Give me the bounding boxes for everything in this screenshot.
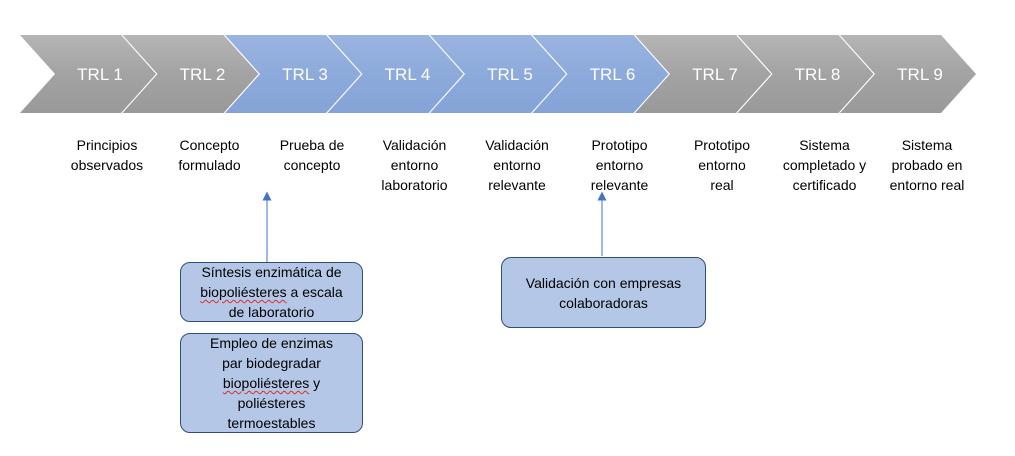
note-line: colaboradoras: [559, 294, 648, 311]
chevron-trl-2: [122, 35, 259, 113]
chevron-label-trl-6: TRL 6: [590, 65, 636, 84]
stage-description-trl-9: Sistema probado en entorno real: [889, 137, 965, 193]
stage-description-trl-7: Prototipo entorno real: [693, 137, 751, 193]
note-enzymatic-synthesis: Síntesis enzimática de biopoliésteres a …: [180, 262, 363, 322]
chevron-label-trl-7: TRL 7: [692, 65, 738, 84]
note-line: Validación con empresas: [525, 274, 682, 291]
stage-description-trl-1: Principios observados: [70, 137, 144, 173]
note-company-validation: Validación con empresas colaboradoras: [501, 257, 706, 328]
note-line: biopoliésteres: [200, 284, 287, 300]
chevron-trl-7: [635, 35, 771, 113]
note-line: termoestables: [227, 415, 316, 431]
note-line: biopoliésteres: [222, 375, 310, 391]
note-line: Empleo de enzimas: [210, 335, 333, 351]
chevron-trl-9: [840, 35, 976, 113]
stage-description-trl-6: Prototipo entorno relevante: [590, 137, 649, 193]
chevron-label-trl-3: TRL 3: [282, 65, 328, 84]
chevron-trl-5: [430, 35, 566, 113]
stage-description-trl-8: Sistema completado y certificado: [782, 137, 867, 193]
chevron-trl-1: [20, 35, 156, 113]
chevron-trl-4: [327, 35, 464, 113]
chevron-label-trl-5: TRL 5: [487, 65, 533, 84]
note-line: y: [309, 375, 321, 391]
chevron-trl-6: [532, 35, 669, 113]
note-line: Síntesis enzimática de: [201, 264, 342, 280]
chevron-label-trl-8: TRL 8: [795, 65, 841, 84]
stage-description-trl-4: Validación entorno laboratorio: [381, 137, 448, 193]
stage-description-trl-2: Concepto formulado: [178, 137, 241, 173]
chevron-label-trl-4: TRL 4: [385, 65, 431, 84]
chevron-trl-8: [737, 35, 874, 113]
stage-description-trl-5: Validación entorno relevante: [485, 137, 549, 193]
note-line: poliésteres: [237, 395, 306, 411]
note-line: par biodegradar: [222, 355, 321, 371]
note-line: de laboratorio: [228, 304, 315, 320]
chevron-label-trl-2: TRL 2: [180, 65, 226, 84]
note-enzymatic-degradation: Empleo de enzimas par biodegradar biopol…: [180, 333, 363, 433]
note-line: a escala: [286, 284, 343, 300]
chevron-label-trl-1: TRL 1: [77, 65, 123, 84]
chevron-label-trl-9: TRL 9: [897, 65, 943, 84]
stage-description-trl-3: Prueba de concepto: [279, 137, 345, 173]
chevron-trl-3: [225, 35, 361, 113]
